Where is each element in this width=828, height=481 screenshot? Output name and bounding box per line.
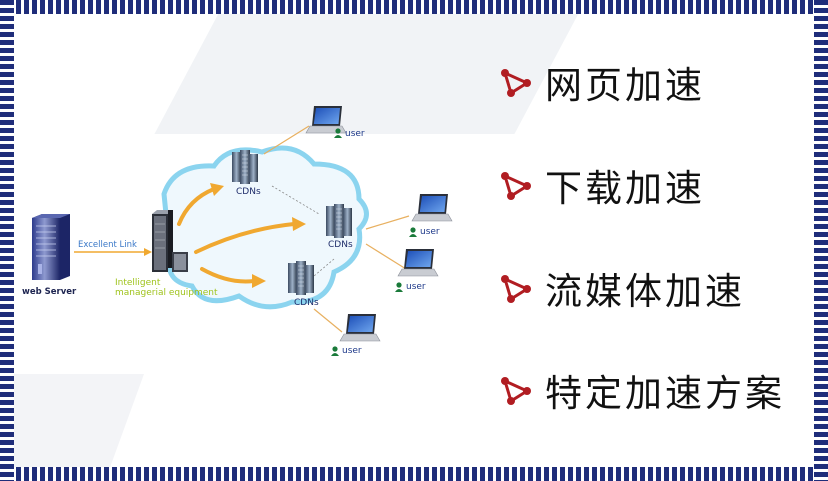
user-label: user xyxy=(406,282,426,292)
user-laptop-icon xyxy=(339,313,381,342)
user-label: user xyxy=(342,346,362,356)
user-laptop-icon xyxy=(305,105,347,134)
list-item-download-acceleration: 下载加速 xyxy=(499,157,705,213)
list-item-label: 特定加速方案 xyxy=(545,372,785,415)
cdn-label: CDNs xyxy=(328,240,353,250)
cdn-node-icon xyxy=(325,203,353,239)
arrow-head xyxy=(144,248,152,256)
cdn-network-diagram xyxy=(32,105,453,356)
cdn-peer-line xyxy=(271,185,320,215)
user-label: user xyxy=(345,129,365,139)
cdn-node-icon xyxy=(287,260,315,296)
excellent-link-label: Excellent Link xyxy=(78,240,137,250)
list-item-label: 流媒体加速 xyxy=(545,270,745,313)
triangle-bullet-icon xyxy=(501,69,531,97)
user-icon xyxy=(331,346,339,356)
cdn-label: CDNs xyxy=(236,187,261,197)
equipment-label-line1: Intelligent xyxy=(115,278,161,288)
user-label: user xyxy=(420,227,440,237)
arrow-upper xyxy=(177,187,216,226)
list-item-label: 下载加速 xyxy=(545,167,705,210)
arrow-head xyxy=(292,217,306,231)
arrow-head xyxy=(252,274,266,288)
user-icon xyxy=(395,282,403,292)
equipment-label-line2: managerial equipment xyxy=(115,288,218,298)
arrow-lower xyxy=(200,267,256,284)
list-item-web-acceleration: 网页加速 xyxy=(499,54,705,110)
web-server-icon xyxy=(32,214,70,280)
list-item-custom-acceleration: 特定加速方案 xyxy=(499,362,785,418)
link-line xyxy=(263,125,310,155)
user-icon xyxy=(409,227,417,237)
list-item-label: 网页加速 xyxy=(545,64,705,107)
user-laptop-icon xyxy=(397,248,439,277)
link-line xyxy=(365,243,407,270)
link-line xyxy=(365,215,410,230)
managerial-equipment-icon xyxy=(152,210,188,272)
frame-right-border xyxy=(814,0,828,481)
arrow-head xyxy=(210,183,224,196)
slide-canvas: web Server Excellent Link Intelligent ma… xyxy=(14,14,814,467)
cdn-label: CDNs xyxy=(294,298,319,308)
triangle-bullet-icon xyxy=(501,172,531,200)
link-line xyxy=(313,308,343,333)
list-item-streaming-acceleration: 流媒体加速 xyxy=(499,260,745,316)
arrow-middle xyxy=(194,222,296,254)
cdn-node-icon xyxy=(231,149,259,185)
frame-bottom-border xyxy=(0,467,828,481)
triangle-bullet-icon xyxy=(501,377,531,405)
cdn-peer-line xyxy=(313,258,335,277)
frame-left-border xyxy=(0,0,14,481)
web-server-label: web Server xyxy=(22,287,77,297)
triangle-bullet-icon xyxy=(501,275,531,303)
frame-top-border xyxy=(0,0,828,14)
user-laptop-icon xyxy=(411,193,453,222)
